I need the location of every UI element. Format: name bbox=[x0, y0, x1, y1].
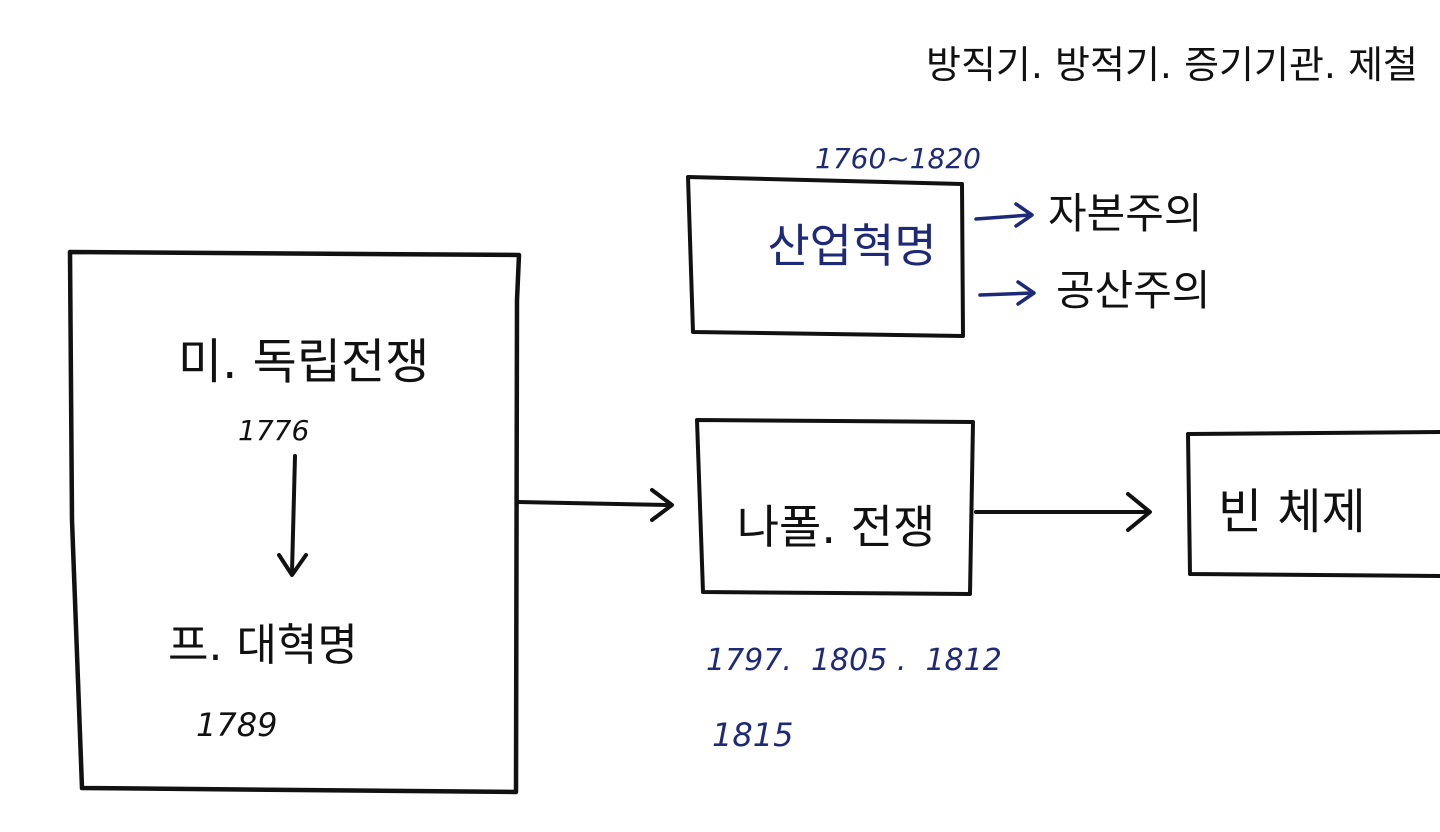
outcome-communism: 공산주의 bbox=[1056, 266, 1211, 315]
industrial-revolution-period: 1760~1820 bbox=[815, 142, 981, 175]
vienna-system-label: 빈 체제 bbox=[1218, 484, 1366, 540]
arrow-napoleonic-wars-to-vienna-system bbox=[974, 492, 1152, 532]
french-revolution-year: 1789 bbox=[196, 706, 277, 744]
industrial-revolution-label: 산업혁명 bbox=[767, 219, 936, 273]
arrow-to-communism bbox=[978, 280, 1036, 306]
american-independence-war-year: 1776 bbox=[238, 414, 309, 447]
top-note-inventions: 방직기. 방적기. 증기기관. 제철 bbox=[926, 43, 1418, 87]
arrow-independence-to-revolution bbox=[277, 454, 308, 577]
industrial-revolution-box bbox=[686, 175, 965, 338]
revolutions-box bbox=[67, 249, 522, 795]
napoleonic-wars-years-line-1: 1797. 1805 . 1812 bbox=[706, 643, 1002, 678]
american-independence-war-label: 미. 독립전쟁 bbox=[178, 334, 429, 390]
napoleonic-wars-box bbox=[695, 418, 975, 596]
french-revolution-label: 프. 대혁명 bbox=[168, 620, 358, 671]
outcome-capitalism: 자본주의 bbox=[1048, 189, 1203, 238]
vienna-system-box bbox=[1186, 430, 1440, 578]
arrow-revolutions-to-napoleonic-wars bbox=[516, 488, 674, 522]
napoleonic-wars-years-line-2: 1815 bbox=[712, 716, 793, 754]
napoleonic-wars-label: 나폴. 전쟁 bbox=[737, 500, 936, 554]
arrow-to-capitalism bbox=[974, 202, 1034, 228]
